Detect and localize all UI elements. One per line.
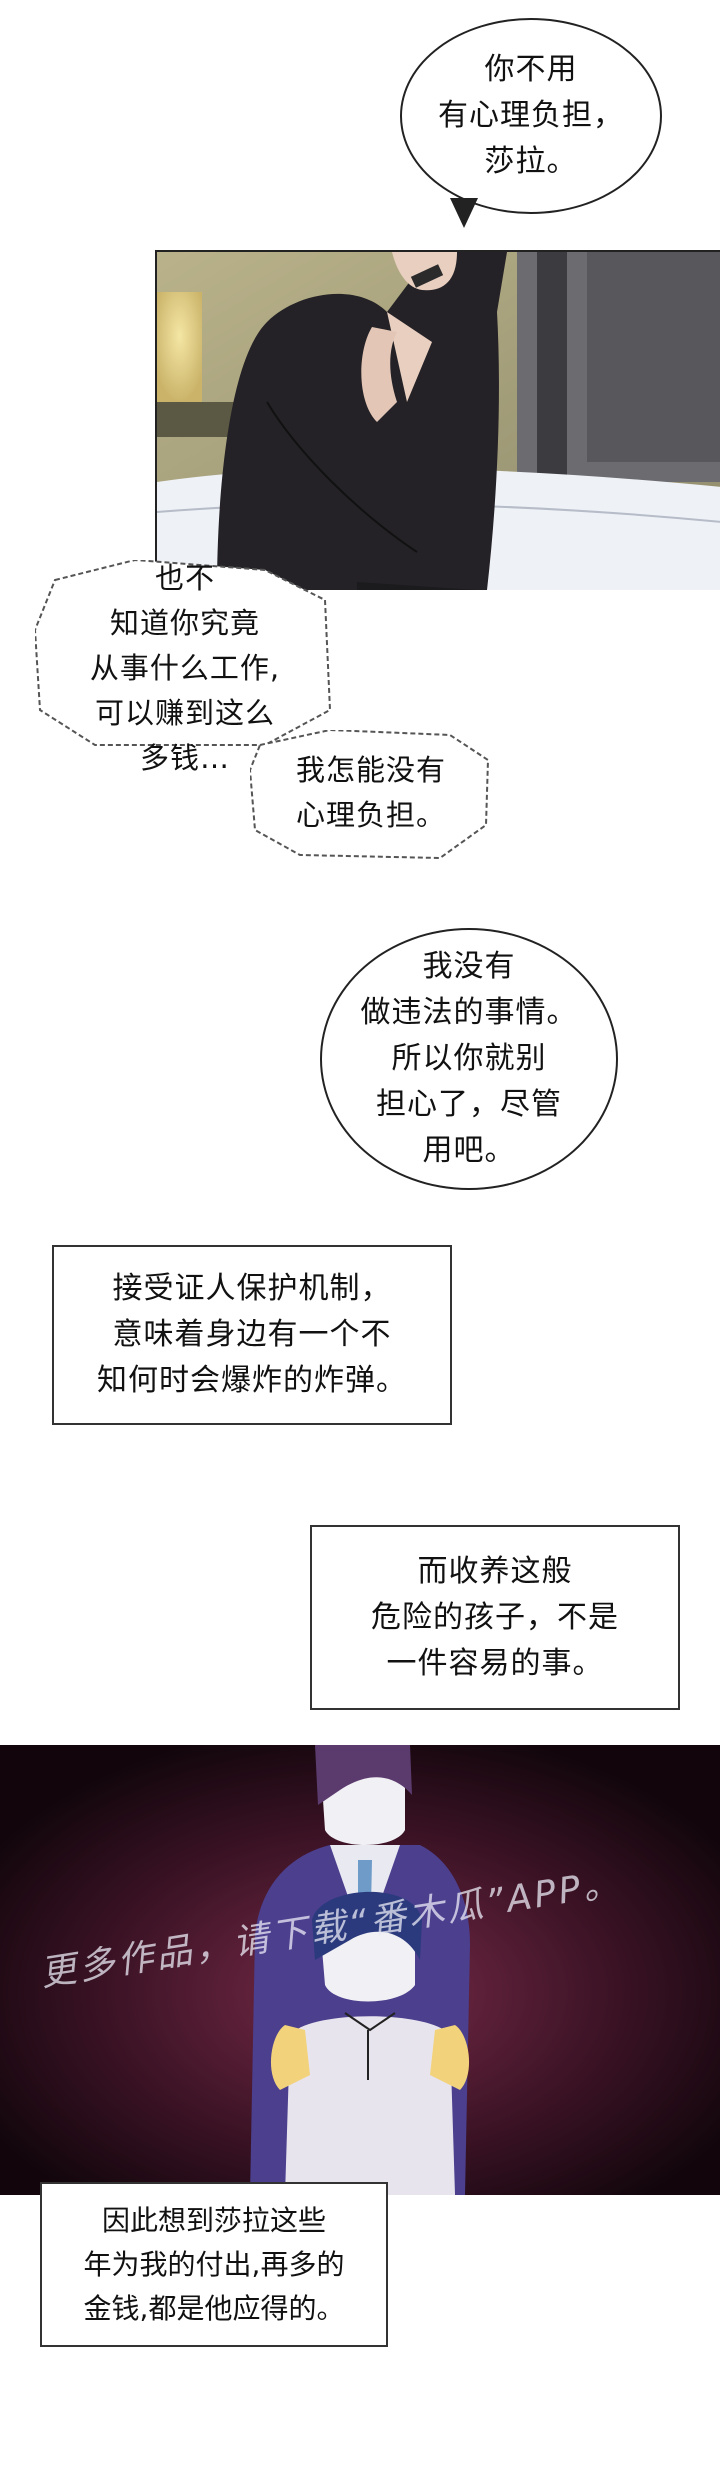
speech-bubble-1: 你不用 有心理负担， 莎拉。 xyxy=(400,18,662,214)
narration-box-2: 而收养这般 危险的孩子，不是 一件容易的事。 xyxy=(310,1525,680,1710)
thought-box-2: 我怎能没有 心理负担。 xyxy=(250,730,492,860)
lamp-icon xyxy=(157,292,202,402)
speech-bubble-2: 我没有 做违法的事情。 所以你就别 担心了，尽管 用吧。 xyxy=(320,928,618,1190)
narration-text: 因此想到莎拉这些 年为我的付出,再多的 金钱,都是他应得的。 xyxy=(83,2203,345,2325)
speech-text: 我没有 做违法的事情。 所以你就别 担心了，尽管 用吧。 xyxy=(360,949,578,1168)
narration-box-1: 接受证人保护机制， 意味着身边有一个不 知何时会爆炸的炸弹。 xyxy=(52,1245,452,1425)
scene-illustration xyxy=(0,1745,720,2195)
scene-illustration xyxy=(157,252,720,590)
thought-box-1: 也不 知道你究竟 从事什么工作, 可以赚到这么 多钱… xyxy=(35,560,335,775)
scene-panel-dark: 更多作品，请下载“番木瓜”APP。 xyxy=(0,1745,720,2195)
speech-text: 你不用 有心理负担， 莎拉。 xyxy=(438,52,624,179)
thought-text: 我怎能没有 心理负担。 xyxy=(295,753,446,832)
bubble-tail xyxy=(450,198,478,228)
thought-text: 也不 知道你究竟 从事什么工作, 可以赚到这么 多钱… xyxy=(89,561,281,775)
narration-text: 而收养这般 危险的孩子，不是 一件容易的事。 xyxy=(371,1553,619,1681)
narration-text: 接受证人保护机制， 意味着身边有一个不 知何时会爆炸的炸弹。 xyxy=(97,1271,407,1398)
narration-box-3: 因此想到莎拉这些 年为我的付出,再多的 金钱,都是他应得的。 xyxy=(40,2182,388,2347)
phone-icon xyxy=(410,264,444,288)
scene-panel-man-phone xyxy=(155,250,720,590)
